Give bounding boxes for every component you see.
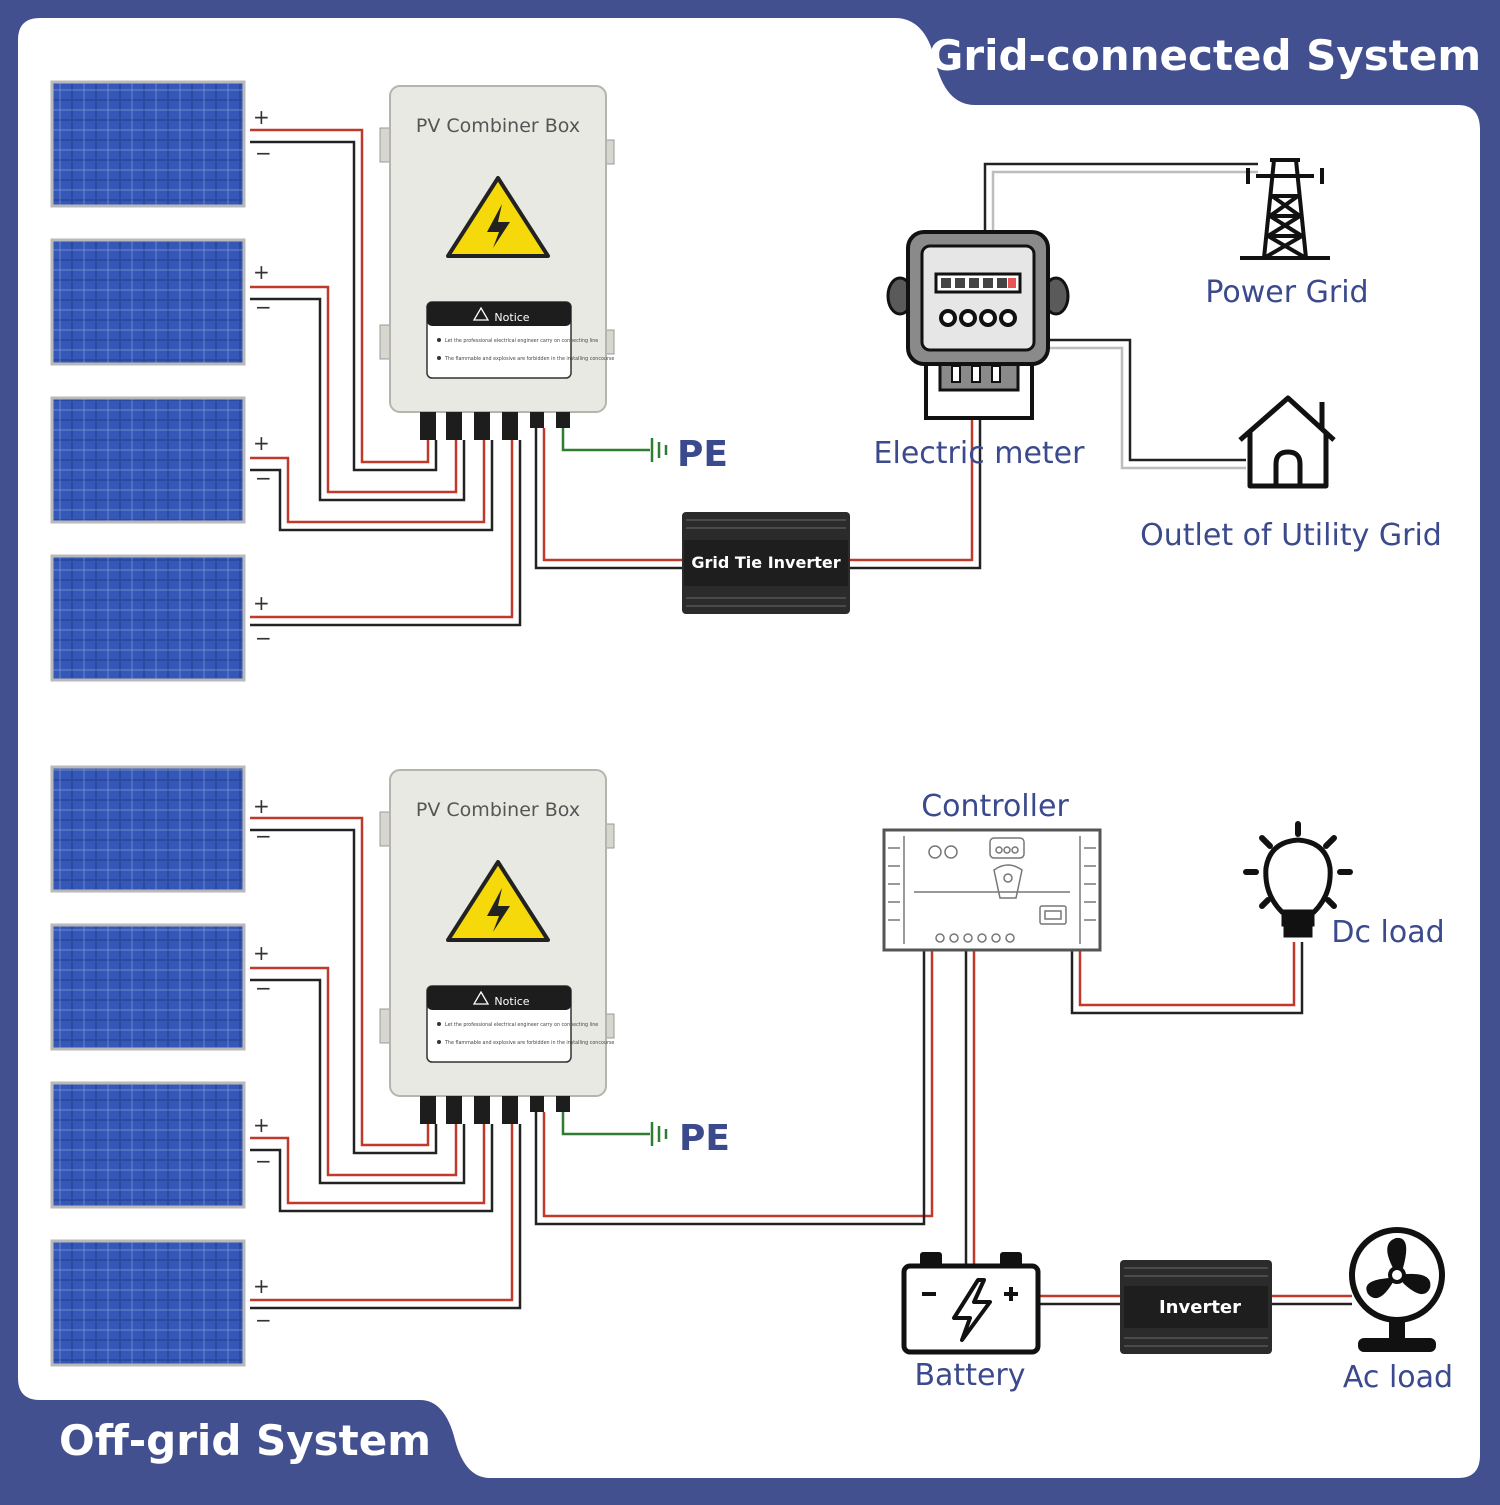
- grid-combiner-box: PV Combiner Box Notice Let the professio…: [379, 85, 615, 440]
- pe-label: PE: [679, 1118, 730, 1159]
- pe-ground-wire: [561, 428, 668, 462]
- controller-to-dcload-wires: [1070, 942, 1304, 1015]
- ac-load-label: Ac load: [1343, 1360, 1453, 1395]
- power-grid-label: Power Grid: [1205, 275, 1368, 310]
- offgrid-combiner-box: PV Combiner Box Notice Let the professio…: [379, 769, 615, 1124]
- high-voltage-warning-icon: [446, 860, 550, 942]
- panel-plus-label: +: [253, 941, 270, 965]
- meter-output-wires: [983, 162, 1258, 470]
- mc4-connectors: [420, 412, 570, 440]
- notice-title: Notice: [494, 995, 529, 1008]
- grid-tie-inverter: Grid Tie Inverter: [682, 512, 850, 614]
- panel-plus-label: +: [253, 105, 270, 129]
- dc-load-label: Dc load: [1331, 915, 1444, 950]
- panel-minus-label: −: [255, 824, 272, 848]
- solar-panel-icon: [50, 765, 246, 893]
- offgrid-solar-array: [50, 765, 246, 1367]
- panel-plus-label: +: [253, 260, 270, 284]
- panel-minus-label: −: [255, 626, 272, 650]
- controller-to-battery-wires: [964, 950, 976, 1265]
- notice-label-panel: Notice Let the professional electrical e…: [426, 301, 614, 379]
- combiner-box-label: PV Combiner Box: [416, 799, 580, 821]
- solar-panel-icon: [50, 923, 246, 1051]
- combiner-box-label: PV Combiner Box: [416, 115, 580, 137]
- solar-panel-icon: [50, 554, 246, 682]
- panel-plus-label: +: [253, 1274, 270, 1298]
- offgrid-section-title: Off-grid System: [59, 1416, 431, 1465]
- grid-solar-array: [50, 80, 246, 682]
- notice-line-2: The flammable and explosive are forbidde…: [444, 1040, 614, 1046]
- panel-plus-label: +: [253, 431, 270, 455]
- panel-plus-label: +: [253, 794, 270, 818]
- panel-minus-label: −: [255, 295, 272, 319]
- content-panel: [18, 18, 1480, 1478]
- panel-minus-label: −: [255, 1149, 272, 1173]
- panel-plus-label: +: [253, 591, 270, 615]
- notice-label-panel: Notice Let the professional electrical e…: [426, 985, 614, 1063]
- grid-panel-wires: [250, 128, 522, 627]
- offgrid-inverter: Inverter: [1120, 1260, 1272, 1354]
- house-icon: [1238, 395, 1336, 489]
- solar-panel-icon: [50, 238, 246, 366]
- notice-title: Notice: [494, 311, 529, 324]
- offgrid-panel-wires: [250, 816, 522, 1310]
- battery-to-inverter-wires: [1038, 1294, 1352, 1306]
- panel-plus-label: +: [253, 1113, 270, 1137]
- combiner-to-inverter-wires: [534, 428, 684, 570]
- grid-tie-inverter-label: Grid Tie Inverter: [691, 553, 840, 572]
- light-bulb-icon: [1243, 821, 1353, 938]
- solar-panel-icon: [50, 1081, 246, 1209]
- outlet-utility-grid-label: Outlet of Utility Grid: [1140, 518, 1442, 553]
- power-tower-icon: [1240, 158, 1330, 260]
- high-voltage-warning-icon: [446, 176, 550, 258]
- panel-minus-label: −: [255, 141, 272, 165]
- electric-meter-icon: [886, 230, 1070, 420]
- mc4-connectors: [420, 1096, 570, 1124]
- inverter-label: Inverter: [1159, 1297, 1241, 1318]
- pe-label: PE: [677, 434, 728, 475]
- notice-line-1: Let the professional electrical engineer…: [445, 338, 598, 344]
- electric-meter-label: Electric meter: [874, 436, 1086, 471]
- panel-minus-label: −: [255, 976, 272, 1000]
- solar-panel-icon: [50, 1239, 246, 1367]
- notice-line-2: The flammable and explosive are forbidde…: [444, 356, 614, 362]
- notice-line-1: Let the professional electrical engineer…: [445, 1022, 598, 1028]
- pe-ground-wire: [561, 1112, 668, 1146]
- controller-label: Controller: [921, 789, 1069, 824]
- battery-icon: [901, 1252, 1041, 1355]
- solar-panel-icon: [50, 80, 246, 208]
- combiner-to-controller-wires: [534, 950, 934, 1226]
- solar-panel-icon: [50, 396, 246, 524]
- charge-controller: Controller: [882, 789, 1102, 952]
- grid-section-title: Grid-connected System: [929, 31, 1481, 80]
- battery-label: Battery: [914, 1358, 1025, 1393]
- inverter-to-meter-wires: [850, 418, 982, 570]
- fan-icon: [1349, 1227, 1445, 1352]
- panel-minus-label: −: [255, 1308, 272, 1332]
- panel-minus-label: −: [255, 466, 272, 490]
